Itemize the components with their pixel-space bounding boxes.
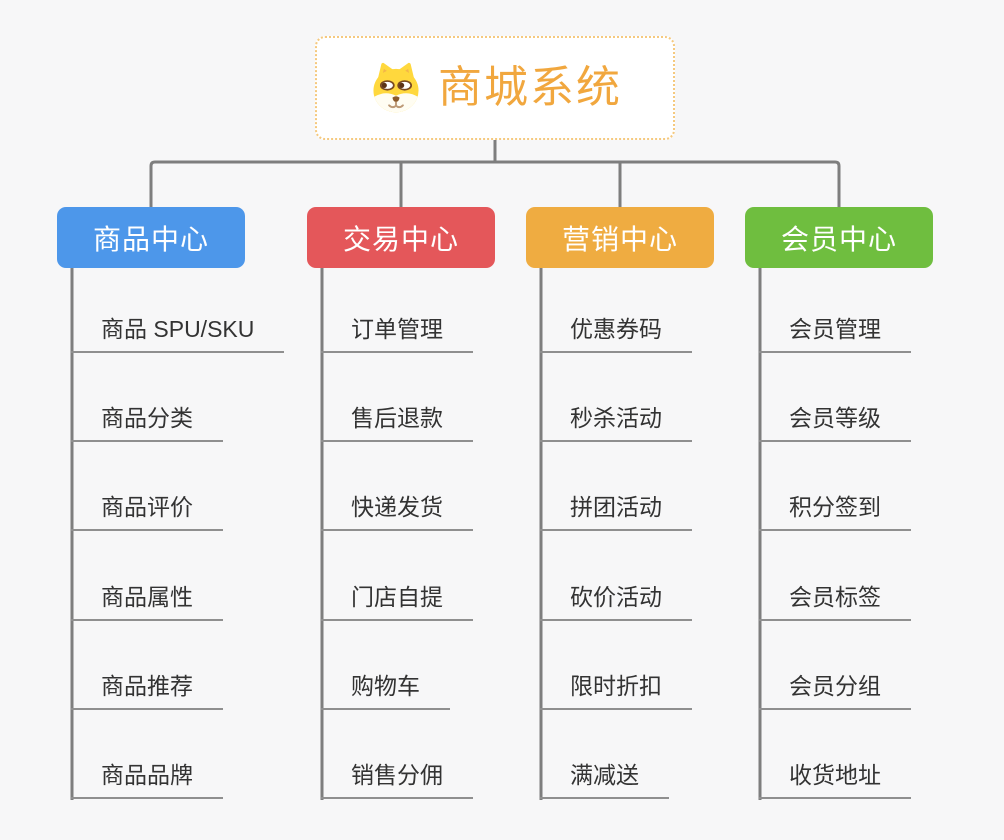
leaf-item-marketing-center-5[interactable]: 满减送: [540, 760, 669, 799]
branch-box-member-center[interactable]: 会员中心: [745, 207, 933, 268]
branch-label: 交易中心: [342, 223, 459, 255]
leaf-item-product-center-0[interactable]: 商品 SPU/SKU: [71, 314, 285, 353]
branch-box-product-center[interactable]: 商品中心: [57, 207, 245, 268]
leaf-item-member-center-1[interactable]: 会员等级: [759, 403, 911, 442]
leaf-item-member-center-0[interactable]: 会员管理: [759, 314, 911, 353]
root-node[interactable]: 商城系统: [315, 36, 675, 140]
branch-box-marketing-center[interactable]: 营销中心: [526, 207, 714, 268]
leaf-item-trade-center-3[interactable]: 门店自提: [321, 582, 473, 621]
branch-label: 会员中心: [780, 223, 897, 255]
leaf-item-trade-center-5[interactable]: 销售分佣: [321, 760, 473, 799]
leaf-item-member-center-5[interactable]: 收货地址: [759, 760, 911, 799]
leaf-item-member-center-3[interactable]: 会员标签: [759, 582, 911, 621]
leaf-item-trade-center-4[interactable]: 购物车: [321, 671, 450, 710]
branch-box-trade-center[interactable]: 交易中心: [307, 207, 495, 268]
leaf-item-marketing-center-1[interactable]: 秒杀活动: [540, 403, 692, 442]
root-title: 商城系统: [438, 63, 622, 112]
leaf-item-trade-center-0[interactable]: 订单管理: [321, 314, 473, 353]
leaf-item-trade-center-1[interactable]: 售后退款: [321, 403, 473, 442]
leaf-item-marketing-center-4[interactable]: 限时折扣: [540, 671, 692, 710]
leaf-item-trade-center-2[interactable]: 快递发货: [321, 492, 473, 531]
leaf-item-product-center-5[interactable]: 商品品牌: [71, 760, 223, 799]
leaf-item-product-center-2[interactable]: 商品评价: [71, 492, 223, 531]
branch-label: 商品中心: [92, 223, 209, 255]
leaf-item-marketing-center-3[interactable]: 砍价活动: [540, 582, 692, 621]
leaf-item-member-center-2[interactable]: 积分签到: [759, 492, 911, 531]
leaf-item-member-center-4[interactable]: 会员分组: [759, 671, 911, 710]
shiba-dog-icon: [368, 62, 424, 114]
leaf-item-product-center-3[interactable]: 商品属性: [71, 582, 223, 621]
branch-label: 营销中心: [561, 223, 678, 255]
leaf-item-marketing-center-2[interactable]: 拼团活动: [540, 492, 692, 531]
leaf-item-product-center-1[interactable]: 商品分类: [71, 403, 223, 442]
leaf-item-product-center-4[interactable]: 商品推荐: [71, 671, 223, 710]
leaf-item-marketing-center-0[interactable]: 优惠券码: [540, 314, 692, 353]
